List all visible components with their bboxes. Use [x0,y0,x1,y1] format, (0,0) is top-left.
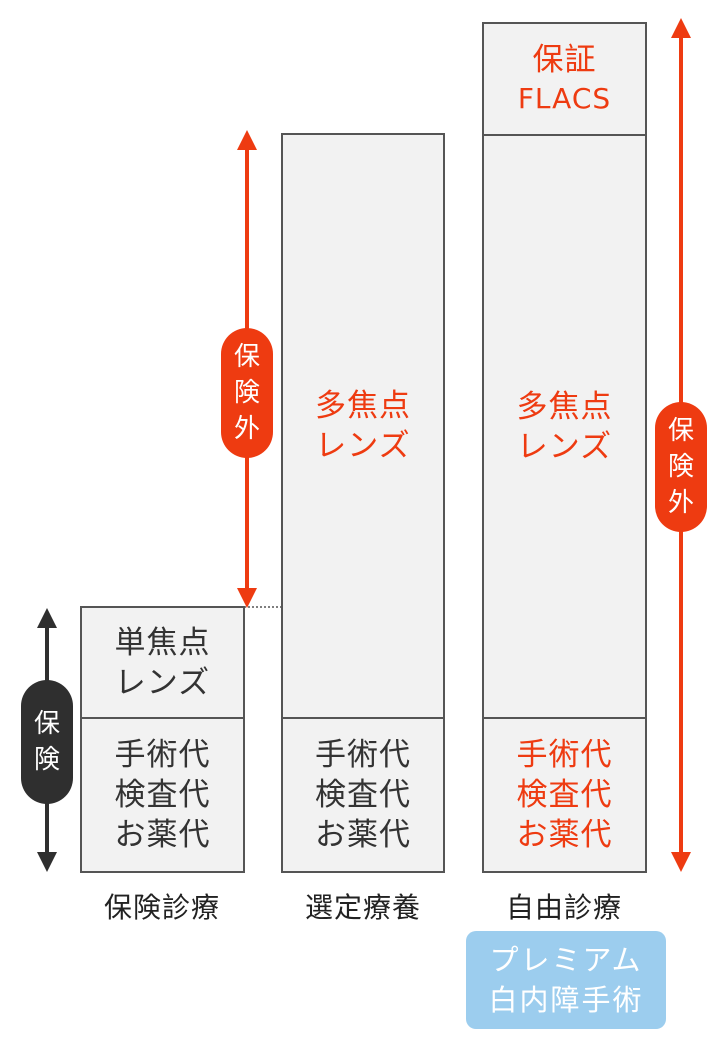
badge-line: プレミアム [489,943,643,977]
cell-text: 手術代 [516,737,613,773]
cell-text: レンズ [114,664,211,701]
pill-char: 険 [233,378,260,408]
premium-cataract-badge: プレミアム 白内障手術 [466,931,666,1029]
pill-char: 外 [667,488,694,518]
pill-char: 保 [33,709,60,739]
column-label-free: 自由診療 [505,891,622,924]
cell-text: お薬代 [516,817,613,853]
pill-char: 外 [233,414,260,444]
pill-char: 保 [233,342,260,372]
cell-text: 手術代 [315,737,411,773]
badge-line: 白内障手術 [488,983,644,1017]
column-selected-bottom-cell: 手術代 検査代 お薬代 [283,719,443,871]
cell-text: 単焦点 [114,624,211,661]
column-free-extra-cell: 保証 FLACS [484,24,645,134]
cell-text: 手術代 [114,737,211,773]
pill-char: 保 [667,416,694,446]
cell-text: 多焦点 [516,388,613,425]
column-insurance-top-cell: 単焦点 レンズ [82,608,243,717]
pill-char: 険 [33,745,60,775]
insurance-pill: 保 険 [21,680,73,804]
cell-text: レンズ [516,428,613,465]
cell-text: 検査代 [516,777,613,813]
cell-text: レンズ [315,428,411,464]
column-divider [484,717,645,719]
column-selected-box: 多焦点 レンズ 手術代 検査代 お薬代 [281,133,445,873]
cell-text: FLACS [517,82,612,115]
column-selected-top-cell: 多焦点 レンズ [283,135,443,717]
column-divider [283,717,443,719]
non-insurance-pill-right: 保 険 外 [655,402,707,532]
column-divider [82,717,243,719]
cell-text: 多焦点 [315,388,411,424]
column-insurance-bottom-cell: 手術代 検査代 お薬代 [82,719,243,871]
pill-char: 険 [667,452,694,482]
column-label-selected: 選定療養 [304,891,421,924]
cell-text: 検査代 [315,777,411,813]
column-insurance-box: 単焦点 レンズ 手術代 検査代 お薬代 [80,606,245,873]
column-free-bottom-cell: 手術代 検査代 お薬代 [484,719,645,871]
column-free-box: 保証 FLACS 多焦点 レンズ 手術代 検査代 お薬代 [482,22,647,873]
column-label-insurance: 保険診療 [103,891,220,924]
cell-text: お薬代 [114,817,211,853]
cell-text: 保証 [532,42,597,78]
cell-text: お薬代 [315,817,411,853]
cell-text: 検査代 [114,777,211,813]
non-insurance-pill-middle: 保 険 外 [221,328,273,458]
column-free-top-cell: 多焦点 レンズ [484,136,645,717]
column-divider [484,134,645,136]
